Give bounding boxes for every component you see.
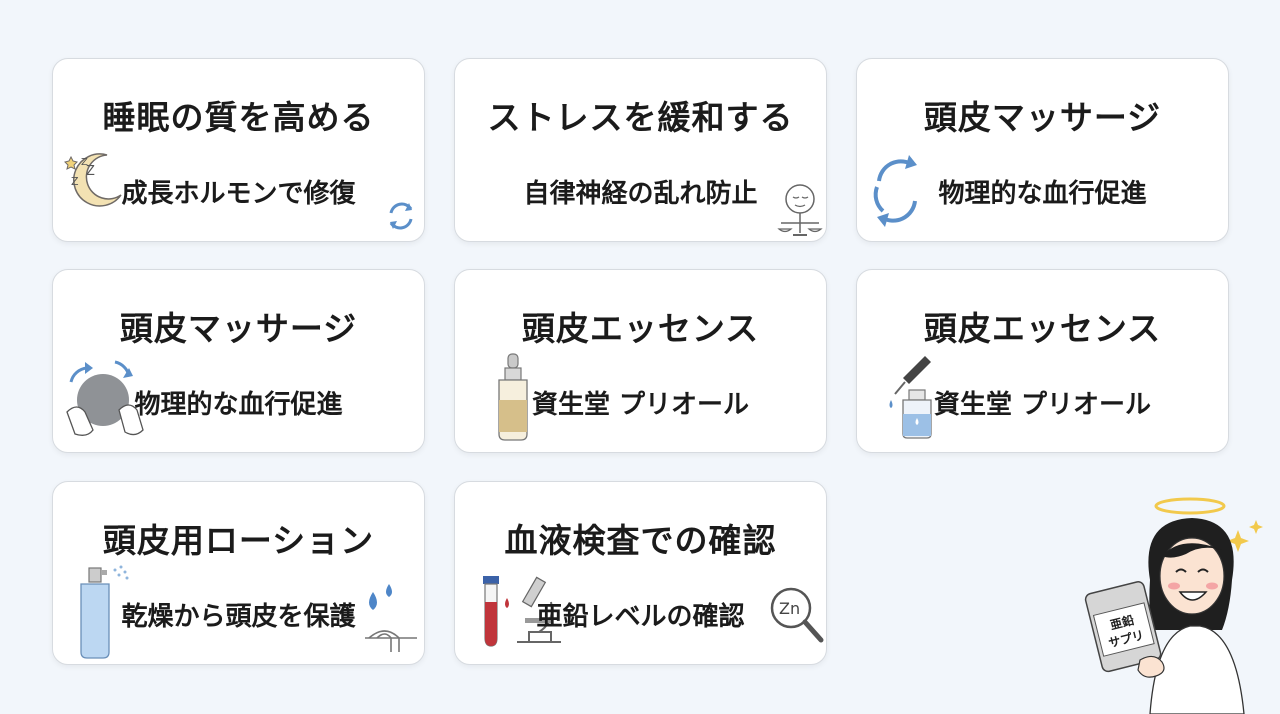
card-subtitle: 資生堂 プリオール bbox=[531, 390, 750, 420]
card-blood-test: 血液検査での確認 亜鉛レベルの確認 Zn bbox=[454, 481, 827, 665]
circulation-arrows-icon bbox=[873, 155, 917, 227]
card-scalp-essence: 頭皮エッセンス 資生堂 プリオール bbox=[454, 269, 827, 453]
card-scalp-lotion: 頭皮用ローション 乾燥から頭皮を保護 bbox=[52, 481, 425, 665]
card-subtitle: 乾燥から頭皮を保護 bbox=[121, 602, 356, 632]
card-title: 睡眠の質を高める bbox=[102, 98, 375, 137]
svg-text:Z: Z bbox=[71, 175, 79, 188]
card-title: 頭皮エッセンス bbox=[521, 309, 760, 348]
dropper-bottle-icon bbox=[889, 356, 932, 439]
mascot-woman-illustration: 亜鉛 サプリ bbox=[1084, 497, 1263, 714]
card-subtitle: 成長ホルモンで修復 bbox=[121, 179, 356, 209]
card-title: 頭皮マッサージ bbox=[923, 98, 1162, 137]
water-drops-icon bbox=[365, 584, 417, 652]
svg-text:Zn: Zn bbox=[779, 599, 800, 618]
card-subtitle: 物理的な血行促進 bbox=[134, 390, 343, 420]
essence-bottle-icon bbox=[498, 353, 528, 441]
refresh-icon bbox=[389, 202, 413, 230]
package-label-line1: 亜鉛 bbox=[1109, 612, 1136, 632]
card-title: 頭皮マッサージ bbox=[119, 309, 358, 348]
head-massage-icon bbox=[66, 360, 144, 436]
card-scalp-essence-2: 頭皮エッセンス 資生堂 プリオール bbox=[856, 269, 1229, 453]
card-scalp-massage-2: 頭皮マッサージ 物理的な血行促進 bbox=[52, 269, 425, 453]
blood-test-icon bbox=[483, 576, 561, 647]
card-sleep-quality: 睡眠の質を高める Z Z Z 成長ホルモンで修復 bbox=[52, 58, 425, 242]
card-title: 頭皮用ローション bbox=[102, 521, 375, 560]
svg-text:Z: Z bbox=[86, 164, 95, 179]
balance-face-icon bbox=[777, 184, 823, 236]
card-subtitle: 資生堂 プリオール bbox=[933, 390, 1152, 420]
card-subtitle: 亜鉛レベルの確認 bbox=[536, 602, 745, 632]
card-subtitle: 自律神経の乱れ防止 bbox=[523, 179, 758, 209]
card-stress-relief: ストレスを緩和する 自律神経の乱れ防止 bbox=[454, 58, 827, 242]
magnifier-zn-icon: Zn bbox=[770, 587, 824, 643]
moon-icon: Z Z Z bbox=[64, 153, 122, 207]
card-subtitle: 物理的な血行促進 bbox=[938, 179, 1147, 209]
spray-bottle-icon bbox=[80, 565, 129, 659]
card-title: ストレスを緩和する bbox=[487, 98, 794, 137]
card-scalp-massage: 頭皮マッサージ 物理的な血行促進 bbox=[856, 58, 1229, 242]
svg-text:Z: Z bbox=[81, 157, 88, 168]
card-title: 頭皮エッセンス bbox=[923, 309, 1162, 348]
card-title: 血液検査での確認 bbox=[504, 521, 777, 560]
